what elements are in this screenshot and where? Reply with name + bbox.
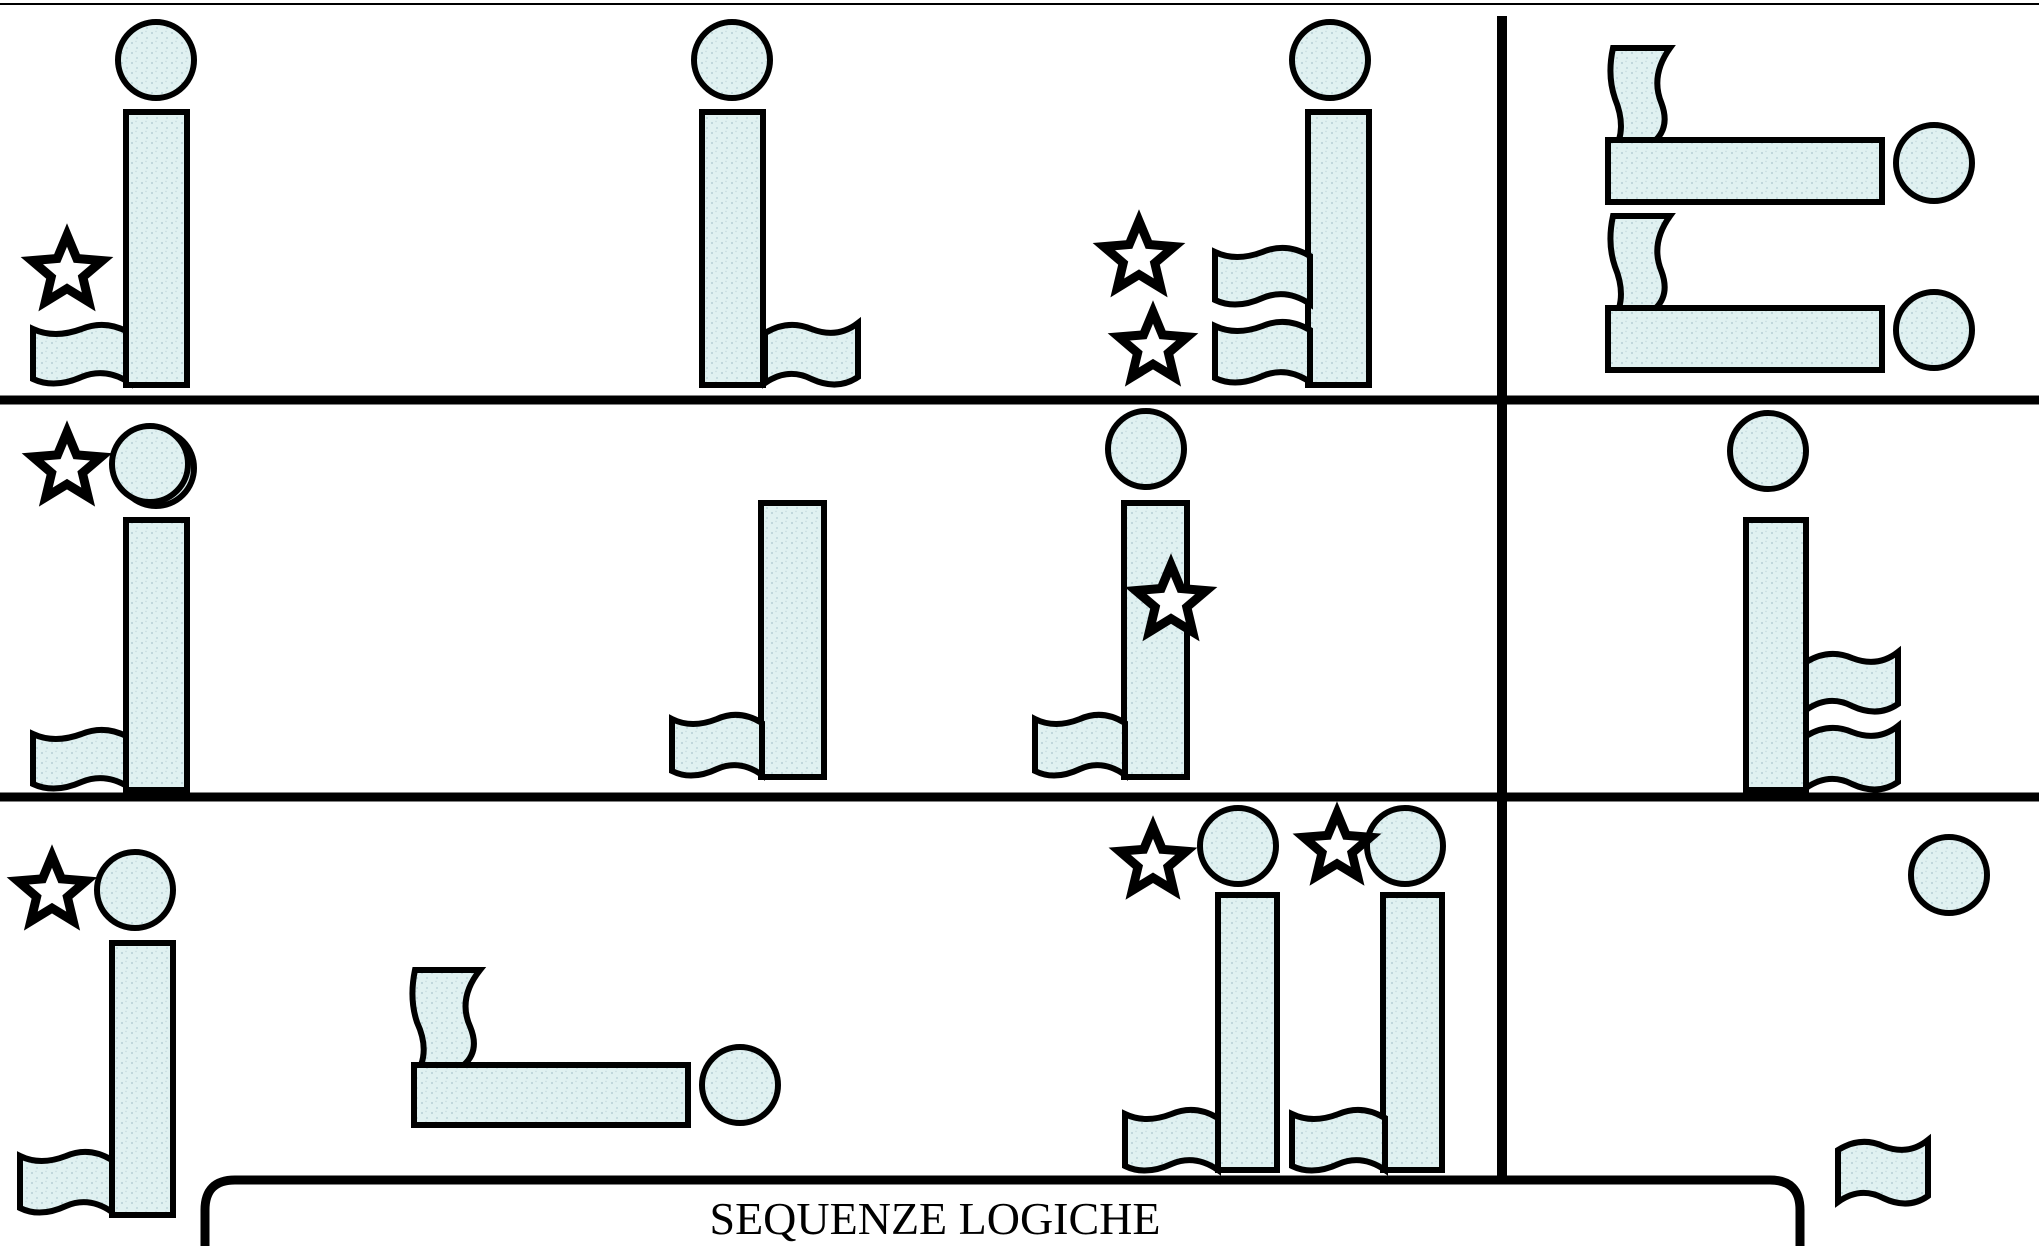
star-icon (33, 432, 101, 497)
flag-base (33, 730, 130, 789)
head-circle (1108, 411, 1184, 487)
body-bar (126, 520, 187, 790)
head-circle (112, 426, 188, 502)
body-bar (414, 1065, 688, 1125)
flag-base (1610, 48, 1670, 140)
flag-base (20, 1152, 112, 1213)
head-circle (1896, 292, 1972, 368)
body-bar (1608, 140, 1882, 202)
body-bar (1124, 503, 1187, 777)
flag-base (33, 325, 130, 384)
head-circle (702, 1047, 778, 1123)
flag-base (1035, 715, 1125, 776)
body-bar (1608, 308, 1882, 370)
body-bar (1308, 112, 1369, 385)
head-circle (694, 22, 770, 98)
flag-base (765, 323, 858, 385)
body-bar (112, 943, 173, 1215)
body-bar (1218, 895, 1277, 1170)
flag-base (1806, 726, 1898, 790)
body-bar (126, 112, 187, 385)
star-icon (1119, 312, 1187, 377)
head-circle (97, 852, 173, 928)
page-title: SEQUENZE LOGICHE (210, 1196, 1660, 1242)
flag-base (1215, 248, 1310, 305)
flag-base (1806, 652, 1898, 712)
flag-base (1610, 216, 1670, 308)
body-bar (1746, 520, 1806, 790)
flag-base (1125, 1110, 1218, 1171)
head-circle (1896, 125, 1972, 201)
star-icon (32, 235, 102, 302)
star-icon (1304, 813, 1371, 876)
head-circle (118, 22, 194, 98)
body-bar (702, 112, 763, 385)
head-circle (1911, 837, 1987, 913)
head-circle (1200, 808, 1276, 884)
flag-base (1838, 1140, 1928, 1204)
body-bar (1383, 895, 1442, 1170)
star-icon (1104, 221, 1174, 288)
star-icon (18, 856, 86, 921)
flag-base (412, 970, 480, 1065)
flag-base (1215, 322, 1310, 383)
head-circle (1367, 808, 1443, 884)
flag-base (1292, 1110, 1385, 1171)
body-bar (761, 503, 824, 777)
star-icon (1120, 827, 1187, 890)
head-circle (1292, 22, 1368, 98)
head-circle (1730, 413, 1806, 489)
flag-base (672, 715, 762, 776)
